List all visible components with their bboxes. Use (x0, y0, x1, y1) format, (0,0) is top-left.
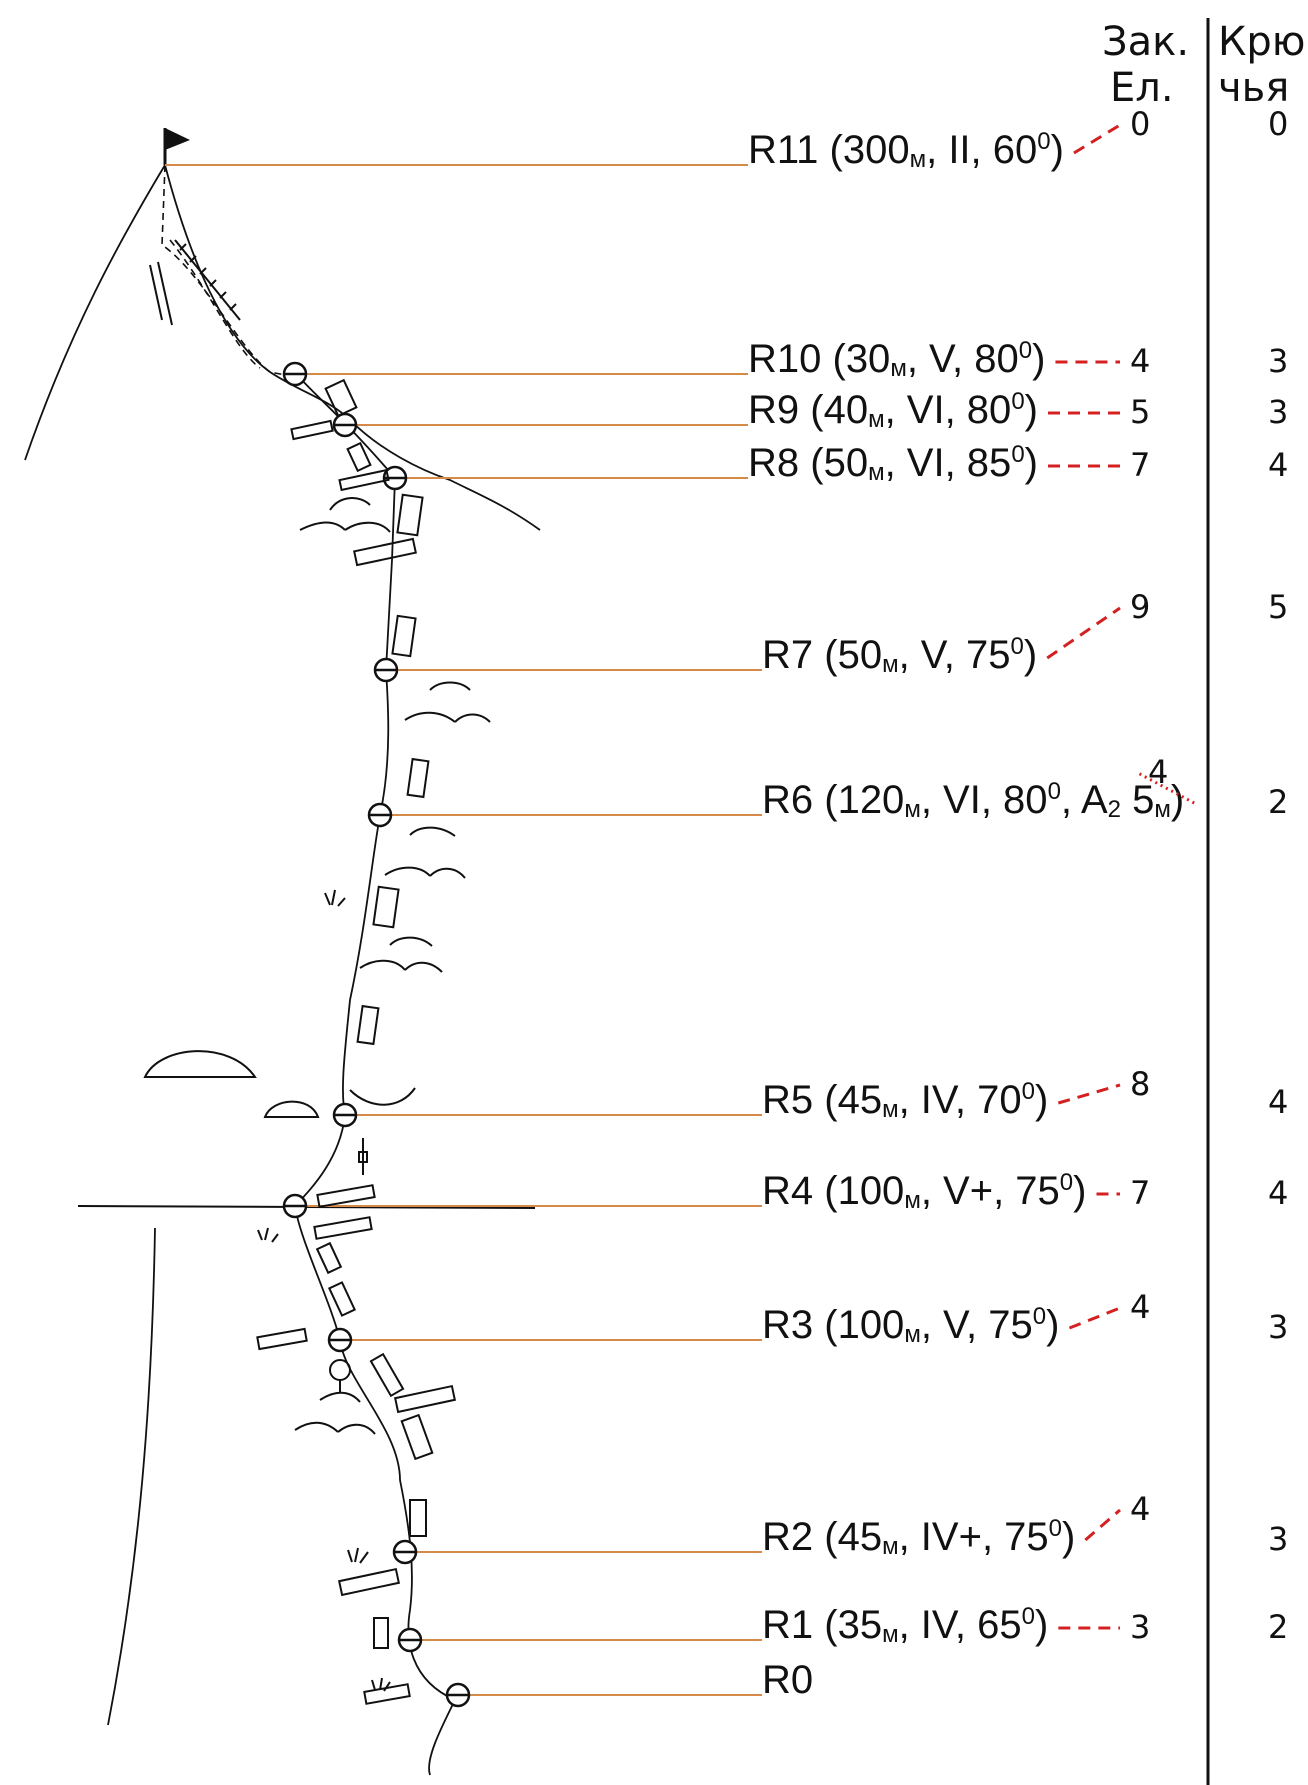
slab-symbol (353, 537, 417, 567)
pitch-label-R2: R2 (45м, IV+, 750) (762, 1515, 1075, 1560)
pitons-count-R6: 2 (1268, 783, 1288, 821)
slab-symbol (396, 493, 424, 537)
summit-route-dashed (161, 164, 301, 379)
belay-station-icon (367, 802, 393, 828)
pitch-label-R0: R0 (762, 1658, 813, 1702)
slab-symbol (373, 1617, 389, 1649)
anchors-count-R9: 5 (1130, 393, 1150, 431)
anchors-count-R3: 4 (1130, 1288, 1150, 1326)
anchors-column-header-line1: Зак. (1102, 19, 1190, 65)
slab-symbol (256, 1327, 308, 1351)
pitch-label-R1: R1 (35м, IV, 650) (762, 1603, 1048, 1648)
tree-symbol (329, 1359, 351, 1381)
fringe-symbol (299, 497, 391, 533)
pitons-column-header-line1: Крю (1218, 19, 1306, 65)
anchor-connector-R6 (1137, 771, 1195, 805)
pitons-count-R7: 5 (1268, 588, 1288, 626)
anchors-count-R5: 8 (1130, 1065, 1150, 1103)
pitons-count-R11: 0 (1268, 105, 1288, 143)
anchors-count-R11: 0 (1130, 105, 1150, 143)
pitons-count-R4: 4 (1268, 1174, 1288, 1212)
slab-symbol (369, 1352, 405, 1398)
slab-symbol (409, 1499, 427, 1537)
overhang-symbol (349, 1087, 416, 1106)
slab-symbol (313, 1216, 373, 1240)
fringe-symbol (384, 826, 466, 879)
anchor-connector-R3 (1068, 1306, 1121, 1330)
pitons-count-R3: 3 (1268, 1308, 1288, 1346)
pitons-count-R5: 4 (1268, 1083, 1288, 1121)
fringe-symbol (404, 681, 491, 723)
belay-station-icon (332, 412, 358, 438)
anchors-count-R1: 3 (1130, 1608, 1150, 1646)
anchors-count-R10: 4 (1130, 342, 1150, 380)
pitons-count-R10: 3 (1268, 342, 1288, 380)
anchor-connector-R7 (1046, 606, 1121, 660)
overhang-symbol (143, 1050, 257, 1078)
anchor-connector-R11 (1073, 123, 1121, 155)
slab-symbol (338, 468, 390, 492)
anchors-column-header-line2: Ел. (1110, 65, 1174, 111)
belay-station-icon (332, 1102, 358, 1128)
slab-symbol (290, 419, 334, 441)
ridge-hatching (174, 239, 241, 321)
slab-symbol (337, 1567, 401, 1597)
slab-symbol (327, 1281, 357, 1317)
fringe-symbol (359, 936, 443, 973)
anchors-count-R2: 4 (1130, 1490, 1150, 1528)
anchor-connector-R5 (1057, 1083, 1121, 1105)
anchors-count-R4: 7 (1130, 1174, 1150, 1212)
pitch-label-R5: R5 (45м, IV, 700) (762, 1078, 1048, 1123)
mountain-ridge-left (24, 164, 166, 461)
pitch-label-R7: R7 (50м, V, 750) (762, 633, 1037, 678)
pitons-column-header-line2: чья (1218, 65, 1290, 111)
belay-station-icon (373, 657, 399, 683)
anchors-count-R7: 9 (1130, 588, 1150, 626)
pitch-label-R3: R3 (100м, V, 750) (762, 1303, 1059, 1348)
pitch-label-R8: R8 (50м, VI, 850) (748, 441, 1038, 486)
slab-symbol (393, 1384, 457, 1414)
slab-symbol (391, 614, 417, 658)
pitch-label-R10: R10 (30м, V, 800) (748, 337, 1045, 382)
anchors-count-R6: 4 (1148, 753, 1168, 791)
route-line (294, 377, 457, 1776)
slab-symbol (372, 885, 400, 929)
summit-route-dashed-2 (169, 239, 261, 369)
slab-symbol (400, 1413, 434, 1461)
pitons-count-R1: 2 (1268, 1608, 1288, 1646)
anchors-count-R8: 7 (1130, 446, 1150, 484)
belay-station-icon (445, 1682, 471, 1708)
pitch-label-R9: R9 (40м, VI, 800) (748, 388, 1038, 433)
pitons-count-R8: 4 (1268, 446, 1288, 484)
pitons-count-R9: 3 (1268, 393, 1288, 431)
slab-symbol (406, 757, 430, 799)
overhang-symbol (263, 1100, 320, 1118)
pitch-label-R4: R4 (100м, V+, 750) (762, 1169, 1086, 1214)
terrain-symbols (143, 239, 491, 1705)
pitch-label-R11: R11 (300м, II, 600) (748, 128, 1064, 173)
plant-symbol (257, 889, 391, 1692)
belay-station-icon (397, 1627, 423, 1653)
fringe-symbol (294, 1391, 376, 1435)
summit-flag-icon (163, 128, 190, 165)
slab-symbol (316, 1184, 376, 1208)
belay-station-icon (282, 361, 308, 387)
anchor-connector-R2 (1084, 1508, 1121, 1542)
slab-symbol (324, 378, 358, 418)
belay-station-icon (327, 1327, 353, 1353)
belay-station-icon (392, 1539, 418, 1565)
pitch-label-R6: R6 (120м, VI, 800, A2 5м) (762, 778, 1184, 823)
slab-symbol (346, 441, 372, 473)
belay-station-icon (282, 1193, 308, 1219)
slab-symbol (356, 1004, 380, 1046)
slab-symbol (315, 1241, 343, 1275)
scree-symbol (149, 261, 173, 326)
mountain-face-lower-left (107, 1227, 156, 1726)
mountain-ridge-right (164, 164, 541, 531)
pitons-count-R2: 3 (1268, 1520, 1288, 1558)
